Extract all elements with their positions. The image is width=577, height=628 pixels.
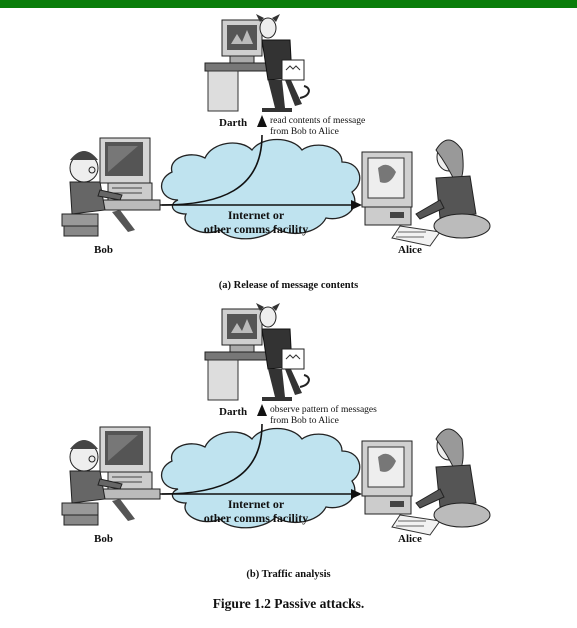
panel-traffic-analysis: Darth observe pattern of messages from B… [0,289,577,580]
cloud-label-line1: Internet or [227,497,285,511]
darth-figure [204,303,310,401]
panel-caption: (b) Traffic analysis [246,569,331,580]
bob-to-alice-arrow [158,200,362,210]
internet-cloud [161,427,361,529]
cloud-label-line2: other comms facility [203,222,309,236]
alice-label: Alice [398,244,422,256]
alice-label: Alice [398,533,422,545]
attack-note: observe pattern of messages from Bob to … [270,405,377,426]
darth-figure [204,14,310,112]
bob-figure [61,426,161,526]
figure-caption: Figure 1.2 Passive attacks. [212,596,365,611]
bob-figure [61,137,161,237]
alice-figure [361,428,491,536]
panel-release-of-message-contents: Darth read contents of message from Bob … [0,0,577,291]
cloud-label-line2: other comms facility [203,511,309,525]
bob-to-alice-arrow [158,489,362,499]
intercept-arrow [161,404,267,495]
darth-label: Darth [219,406,248,418]
internet-cloud [161,138,361,240]
intercept-arrow [161,115,267,206]
cloud-label-line1: Internet or [227,208,285,222]
diagram-art [61,14,491,247]
panel-caption: (a) Release of message contents [218,280,359,291]
bob-label: Bob [94,244,113,256]
diagram-art [61,303,491,536]
top-bar [0,0,577,8]
cloud-label: Internet or other comms facility [186,497,326,525]
cloud-label: Internet or other comms facility [186,208,326,236]
bob-label: Bob [94,533,113,545]
darth-label: Darth [219,117,248,129]
alice-figure [361,139,491,247]
attack-note: read contents of message from Bob to Ali… [270,116,366,137]
